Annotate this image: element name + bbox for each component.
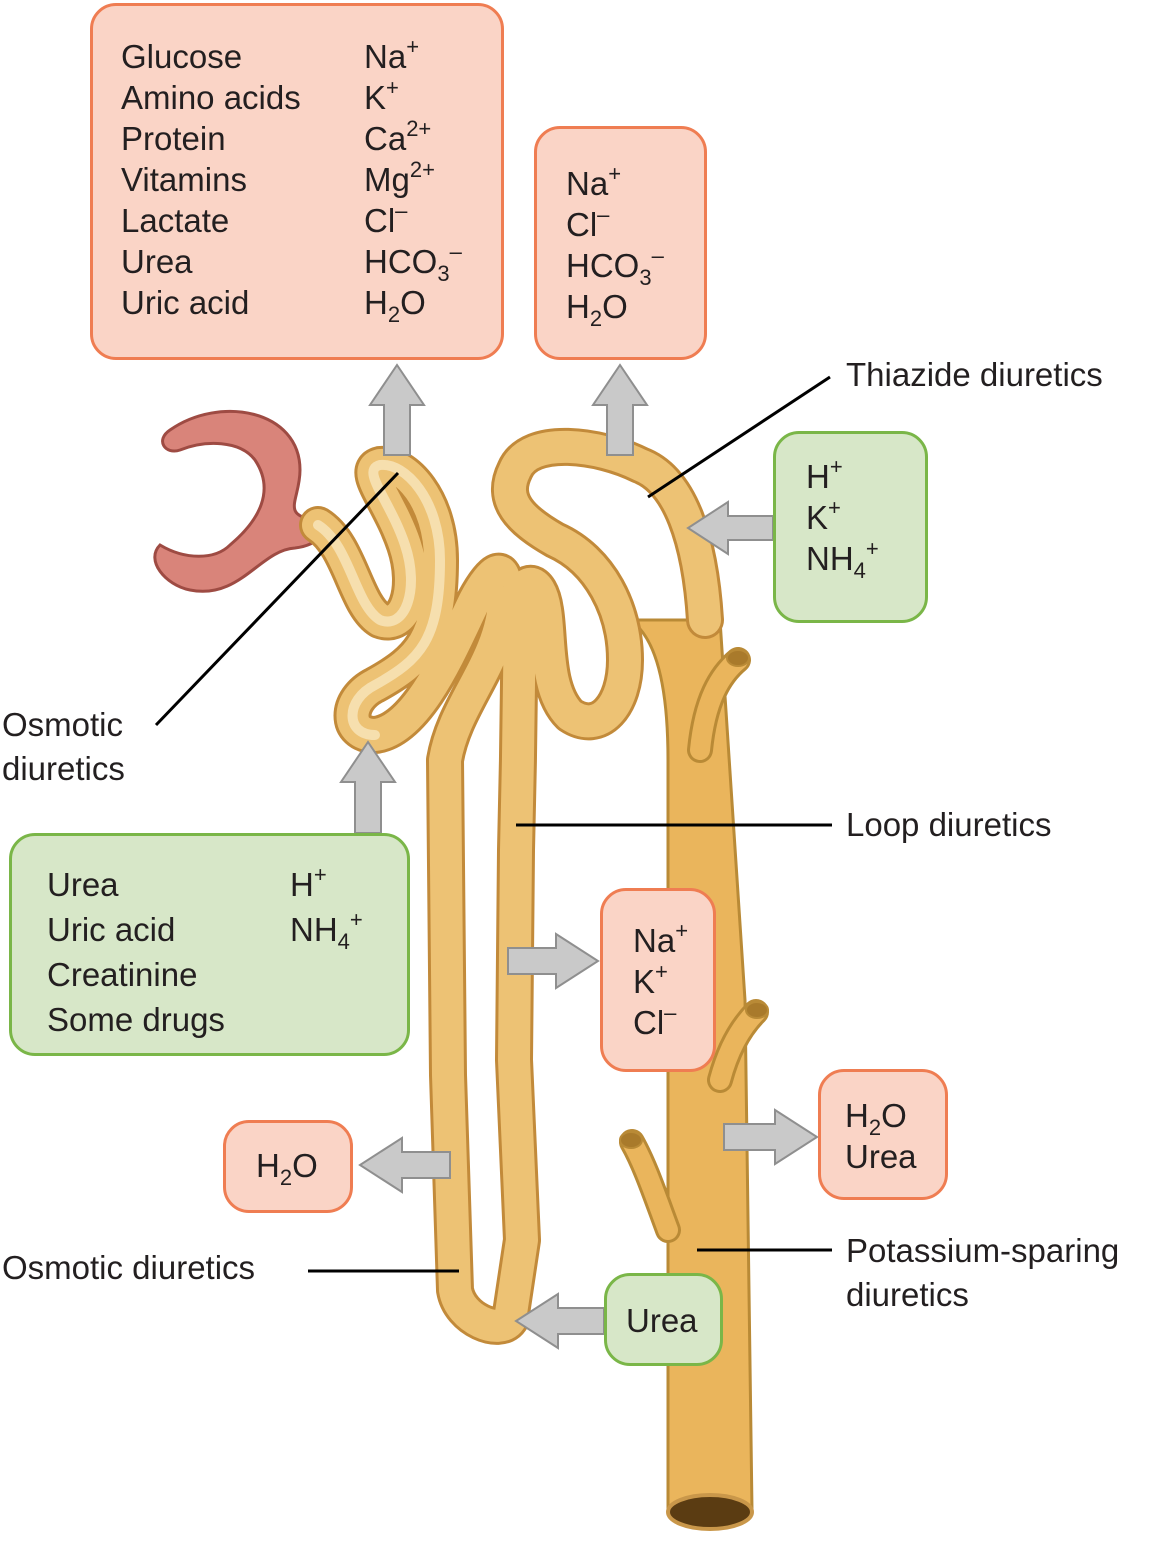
cd-secretion-list: H+K+NH4+ [806, 454, 879, 583]
formula-item: H+ [806, 454, 843, 496]
formula-item: Na+ [633, 918, 689, 960]
formula-item: Na+ [566, 161, 622, 203]
list-item: Glucose [121, 38, 243, 75]
dct-reabsorption-list: Na+Cl–HCO3–H2O [566, 161, 664, 331]
formula-item: Cl– [364, 198, 408, 240]
formula-item: H2O [566, 288, 628, 331]
left-arrow-icon [686, 500, 774, 556]
up-arrow-icon [368, 363, 426, 456]
formula-item: H+ [290, 862, 327, 904]
urea-recycling-box [604, 1273, 723, 1366]
nephron-tubule [299, 427, 724, 1345]
formula-item: Mg2+ [364, 157, 435, 199]
up-arrow-icon [339, 740, 397, 834]
formula-item: NH4+ [290, 907, 363, 954]
formula-item: Urea [845, 1138, 917, 1175]
collecting-duct [619, 618, 769, 1531]
osmotic-diuretics-label-bottom: Osmotic diuretics [2, 1249, 256, 1286]
formula-item: Na+ [364, 34, 420, 76]
list-item: Vitamins [121, 161, 247, 198]
formula-item: Cl– [566, 202, 610, 244]
loop-diuretics-label: Loop diuretics [846, 806, 1052, 843]
pct-reabsorption-col2: Na+K+Ca2+Mg2+Cl–HCO3–H2O [364, 34, 462, 327]
formula-item: HCO3– [364, 239, 462, 286]
cd-secretion-box [773, 431, 928, 623]
formula-item: H2O [845, 1097, 907, 1140]
right-arrow-icon [723, 1108, 819, 1166]
formula-item: Cl– [633, 1000, 677, 1042]
formula-item: K+ [364, 75, 399, 117]
formula-item: H2O [256, 1147, 318, 1190]
formula-item: K+ [633, 959, 668, 1001]
left-arrow-icon [514, 1292, 605, 1350]
list-item: Creatinine [47, 956, 198, 993]
descending-water-box [223, 1120, 353, 1213]
list-item: Some drugs [47, 1001, 225, 1038]
pct-secretion-box [9, 833, 410, 1056]
formula-item: NH4+ [806, 536, 879, 583]
list-item: Urea [121, 243, 193, 280]
urea-recycling-label: Urea [626, 1302, 698, 1339]
formula-item: H2O [364, 284, 426, 327]
glomerular-capsule [153, 409, 324, 593]
list-item: Amino acids [121, 79, 301, 116]
formula-item: HCO3– [566, 243, 664, 290]
up-arrow-icon [591, 363, 649, 456]
cd-reabsorption-box [818, 1069, 948, 1200]
loop-reabsorption-box [600, 888, 716, 1072]
transport-arrows [339, 363, 819, 1350]
list-item: Lactate [121, 202, 230, 239]
leader-lines [154, 375, 832, 1273]
loop-reabsorption-list: Na+K+Cl– [633, 920, 688, 1043]
list-item: Protein [121, 120, 226, 157]
formula-item: Ca2+ [364, 116, 432, 158]
pct-secretion-col2: H+NH4+ [290, 862, 363, 954]
pct-reabsorption-box [90, 3, 504, 360]
dct-reabsorption-box [534, 126, 707, 360]
thiazide-diuretics-label: Thiazide diuretics [846, 356, 1103, 393]
left-arrow-icon [358, 1136, 451, 1194]
potassium-sparing-diuretics-label: Potassium-sparing diuretics [846, 1232, 1120, 1313]
list-item: Uric acid [121, 284, 250, 321]
right-arrow-icon [507, 932, 600, 990]
list-item: Urea [47, 866, 119, 903]
descending-water-list: H2O [256, 1145, 318, 1190]
list-item: Uric acid [47, 911, 176, 948]
osmotic-diuretics-label-top: Osmotic diuretics [2, 706, 125, 787]
formula-item: K+ [806, 495, 841, 537]
